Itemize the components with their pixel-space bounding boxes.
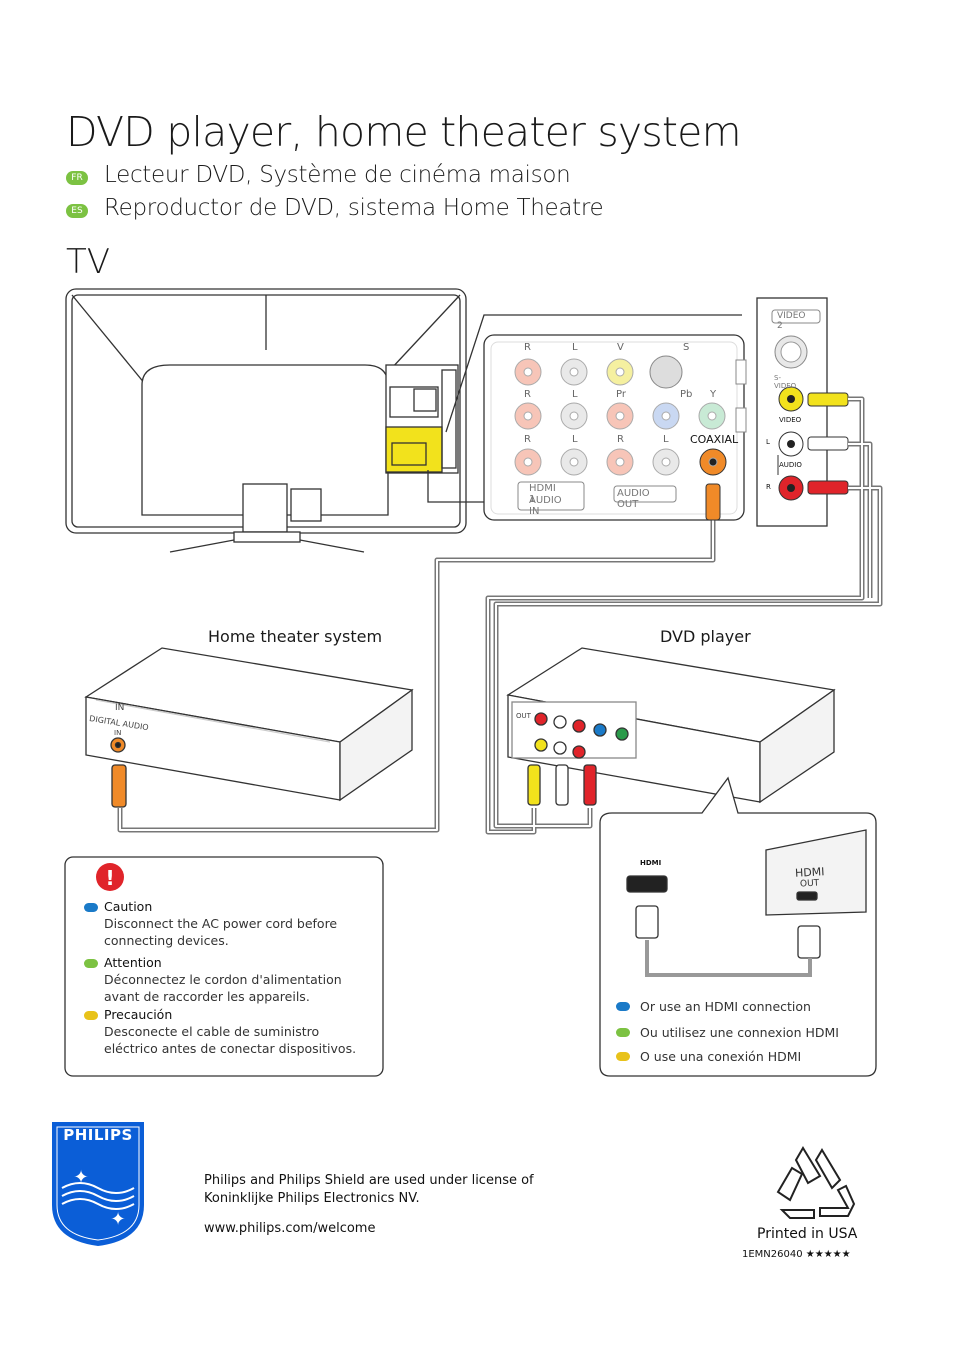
- hdmi-port-label: HDMI: [794, 865, 825, 880]
- subtitle-fr: Lecteur DVD, Système de cinéma maison: [104, 162, 571, 188]
- home-theater-illustration: [84, 647, 414, 808]
- panel-label-pr: Pr: [616, 389, 626, 400]
- coaxial-plug: [705, 483, 721, 521]
- caution-label-en: Caution: [104, 899, 153, 914]
- lang-badge-es: ES: [66, 204, 88, 218]
- caution-item-es: Precaución Desconecte el cable de sumini…: [84, 1006, 374, 1058]
- ht-digital-in-label: IN: [114, 729, 122, 737]
- rca-jack-center: [661, 457, 671, 467]
- subtitle-es: Reproductor de DVD, sistema Home Theatre: [104, 195, 604, 221]
- green-dot-icon: [84, 959, 98, 968]
- panel-label-l3: L: [572, 434, 578, 445]
- blue-dot-icon: [616, 1002, 630, 1011]
- panel-label-hdmi1: HDMI 1: [529, 483, 556, 505]
- panel-label-r4: R: [617, 434, 624, 445]
- side-label-video2: VIDEO 2: [777, 311, 806, 331]
- printed-in-label: Printed in USA: [757, 1226, 858, 1242]
- caution-text-fr: Déconnectez le cordon d'alimentation ava…: [104, 972, 342, 1004]
- svg-text:✦: ✦: [110, 1209, 125, 1230]
- tv-connection-panel: [483, 334, 747, 521]
- rca-jack-center: [615, 457, 625, 467]
- rca-jack-center: [707, 411, 717, 421]
- caution-text-es: Desconecte el cable de suministro eléctr…: [104, 1024, 357, 1056]
- warning-icon: [96, 863, 124, 891]
- panel-label-pb: Pb: [680, 389, 693, 400]
- side-label-audio: AUDIO: [779, 461, 802, 469]
- panel-label-audio-out: AUDIO OUT: [617, 488, 650, 510]
- svg-text:!: !: [105, 866, 114, 890]
- ht-in-label: IN: [115, 703, 125, 713]
- dvd-out-label: OUT: [516, 712, 531, 720]
- panel-label-coaxial: COAXIAL: [690, 433, 739, 446]
- rca-jack-center: [523, 367, 533, 377]
- page-title: DVD player, home theater system: [66, 108, 742, 156]
- panel-label-r1: R: [524, 342, 531, 353]
- recycle-icon: [776, 1146, 856, 1219]
- hdmi-note-en: Or use an HDMI connection: [640, 999, 811, 1014]
- tv-section-label: TV: [66, 242, 111, 282]
- rca-jack-center: [523, 411, 533, 421]
- dvd-player-illustration: [506, 647, 836, 806]
- panel-label-v: V: [617, 342, 624, 353]
- caution-item-fr: Attention Déconnectez le cordon d'alimen…: [84, 954, 374, 1006]
- rca-jack-center: [708, 457, 718, 467]
- yellow-dot-icon: [616, 1052, 630, 1061]
- lang-badge-fr: FR: [66, 171, 88, 185]
- rca-jack-center: [615, 367, 625, 377]
- philips-shield-logo: ✦ ✦: [52, 1122, 144, 1246]
- hdmi-note-es: O use una conexión HDMI: [640, 1049, 802, 1064]
- rca-plugs-side: [807, 392, 849, 495]
- tv-illustration: [65, 288, 467, 553]
- blue-dot-icon: [84, 903, 98, 912]
- hdmi-out-label: OUT: [799, 878, 820, 890]
- rca-jack-center: [569, 367, 579, 377]
- license-line-1: Philips and Philips Shield are used unde…: [204, 1173, 534, 1188]
- caution-box: Caution Disconnect the AC power cord bef…: [84, 898, 374, 1058]
- caution-text-en: Disconnect the AC power cord before conn…: [104, 916, 338, 948]
- hdmi-callout: [599, 776, 877, 1077]
- panel-label-r3: R: [524, 434, 531, 445]
- panel-label-l2: L: [572, 389, 578, 400]
- caution-label-fr: Attention: [104, 955, 162, 970]
- rca-jack-center: [661, 411, 671, 421]
- philips-wordmark: PHILIPS: [63, 1126, 133, 1144]
- side-label-r: R: [766, 483, 771, 491]
- panel-label-y: Y: [710, 389, 717, 400]
- side-label-video: VIDEO: [779, 416, 802, 424]
- panel-label-r2: R: [524, 389, 531, 400]
- panel-label-l1: L: [572, 342, 578, 353]
- license-line-2: Koninklijke Philips Electronics NV.: [204, 1191, 420, 1206]
- yellow-dot-icon: [84, 1011, 98, 1020]
- caution-item-en: Caution Disconnect the AC power cord bef…: [84, 898, 374, 954]
- side-label-l: L: [766, 438, 770, 446]
- rca-jack-center: [569, 411, 579, 421]
- svideo-jack: [649, 355, 683, 389]
- green-dot-icon: [616, 1028, 630, 1037]
- rca-jack-center: [615, 411, 625, 421]
- website-link[interactable]: www.philips.com/welcome: [204, 1221, 376, 1236]
- hdmi-logo: HDMI: [640, 859, 662, 867]
- rca-jack-center: [569, 457, 579, 467]
- document-code: 1EMN26040 ★★★★★: [742, 1249, 851, 1260]
- side-label-svideo: S-VIDEO: [774, 374, 797, 390]
- rca-jack-center: [523, 457, 533, 467]
- hdmi-note-fr: Ou utilisez une connexion HDMI: [640, 1025, 839, 1040]
- panel-label-audio-in: AUDIO IN: [529, 495, 562, 517]
- svg-text:✦: ✦: [73, 1167, 88, 1188]
- caution-label-es: Precaución: [104, 1007, 173, 1022]
- dvd-player-label: DVD player: [660, 627, 751, 646]
- license-text: Philips and Philips Shield are used unde…: [204, 1172, 534, 1208]
- home-theater-label: Home theater system: [208, 627, 383, 646]
- panel-label-l4: L: [663, 434, 669, 445]
- panel-label-s: S: [683, 342, 690, 353]
